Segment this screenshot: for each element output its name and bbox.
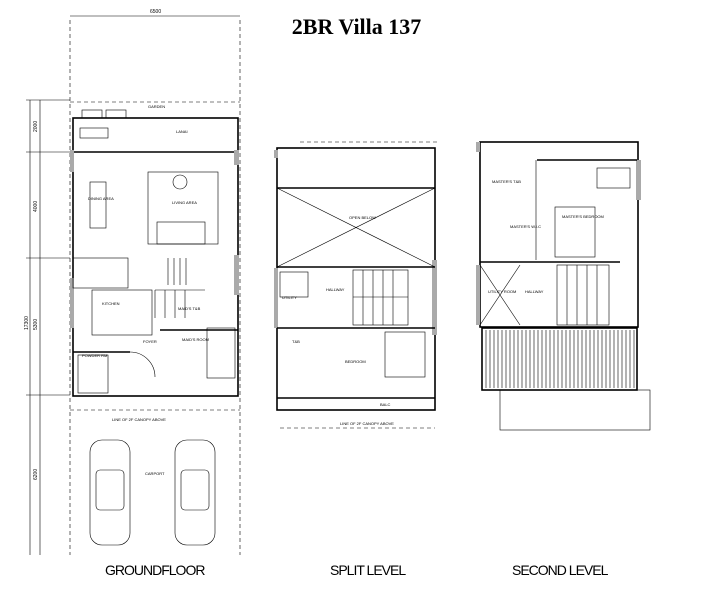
room-label: POWDER RM (82, 353, 107, 358)
room-label: BALC (380, 402, 391, 407)
room-label: LIVING AREA (172, 200, 197, 205)
room-label: MAID'S ROOM (182, 337, 209, 342)
room-label: HALLWAY (326, 287, 345, 292)
room-label: LANAI (176, 129, 188, 134)
room-label: HALLWAY (525, 289, 544, 294)
room-label: FOYER (143, 339, 157, 344)
dimension-width: 6500 (150, 9, 161, 15)
dimension: 6200 (33, 469, 39, 480)
room-label: KITCHEN (102, 301, 120, 306)
caption-split-level: SPLIT LEVEL (330, 562, 406, 578)
room-label: BEDROOM (345, 359, 366, 364)
second-level-plan: MASTER'S T&B MASTER'S BEDROOM MASTER'S W… (476, 141, 651, 431)
dimension: 5300 (33, 319, 39, 330)
balcony-deck (481, 327, 651, 431)
dimension: 4000 (33, 201, 39, 212)
dimension: 2000 (33, 121, 39, 132)
room-label: GARDEN (148, 104, 165, 109)
caption-second-level: SECOND LEVEL (512, 562, 608, 578)
car-icon (89, 439, 131, 546)
room-label: UTILITY ROOM (488, 289, 516, 294)
page-title: 2BR Villa 137 (291, 14, 422, 39)
split-level-plan: LINE OF 2F CANOPY ABOVE OPEN BELOW HALLW… (274, 141, 440, 429)
dimension: 17300 (24, 316, 30, 330)
canopy-note: LINE OF 2F CANOPY ABOVE (112, 417, 166, 422)
room-label: MASTER'S W.I.C (510, 224, 541, 229)
room-label: T&B (292, 339, 300, 344)
room-label: MASTER'S T&B (492, 179, 521, 184)
canopy-note: LINE OF 2F CANOPY ABOVE (340, 421, 394, 426)
room-label: CARPORT (145, 471, 165, 476)
room-label: MAID'S T&B (178, 306, 201, 311)
car-icon (174, 439, 216, 546)
room-label: MASTER'S BEDROOM (562, 214, 604, 219)
room-label: UTILITY (282, 295, 297, 300)
room-label: DINING AREA (88, 196, 114, 201)
ground-floor-plan: 6500 2000 4000 5300 17300 6200 LINE OF 2… (24, 9, 241, 555)
room-label: OPEN BELOW (349, 215, 376, 220)
caption-ground-floor: GROUNDFLOOR (105, 562, 205, 578)
